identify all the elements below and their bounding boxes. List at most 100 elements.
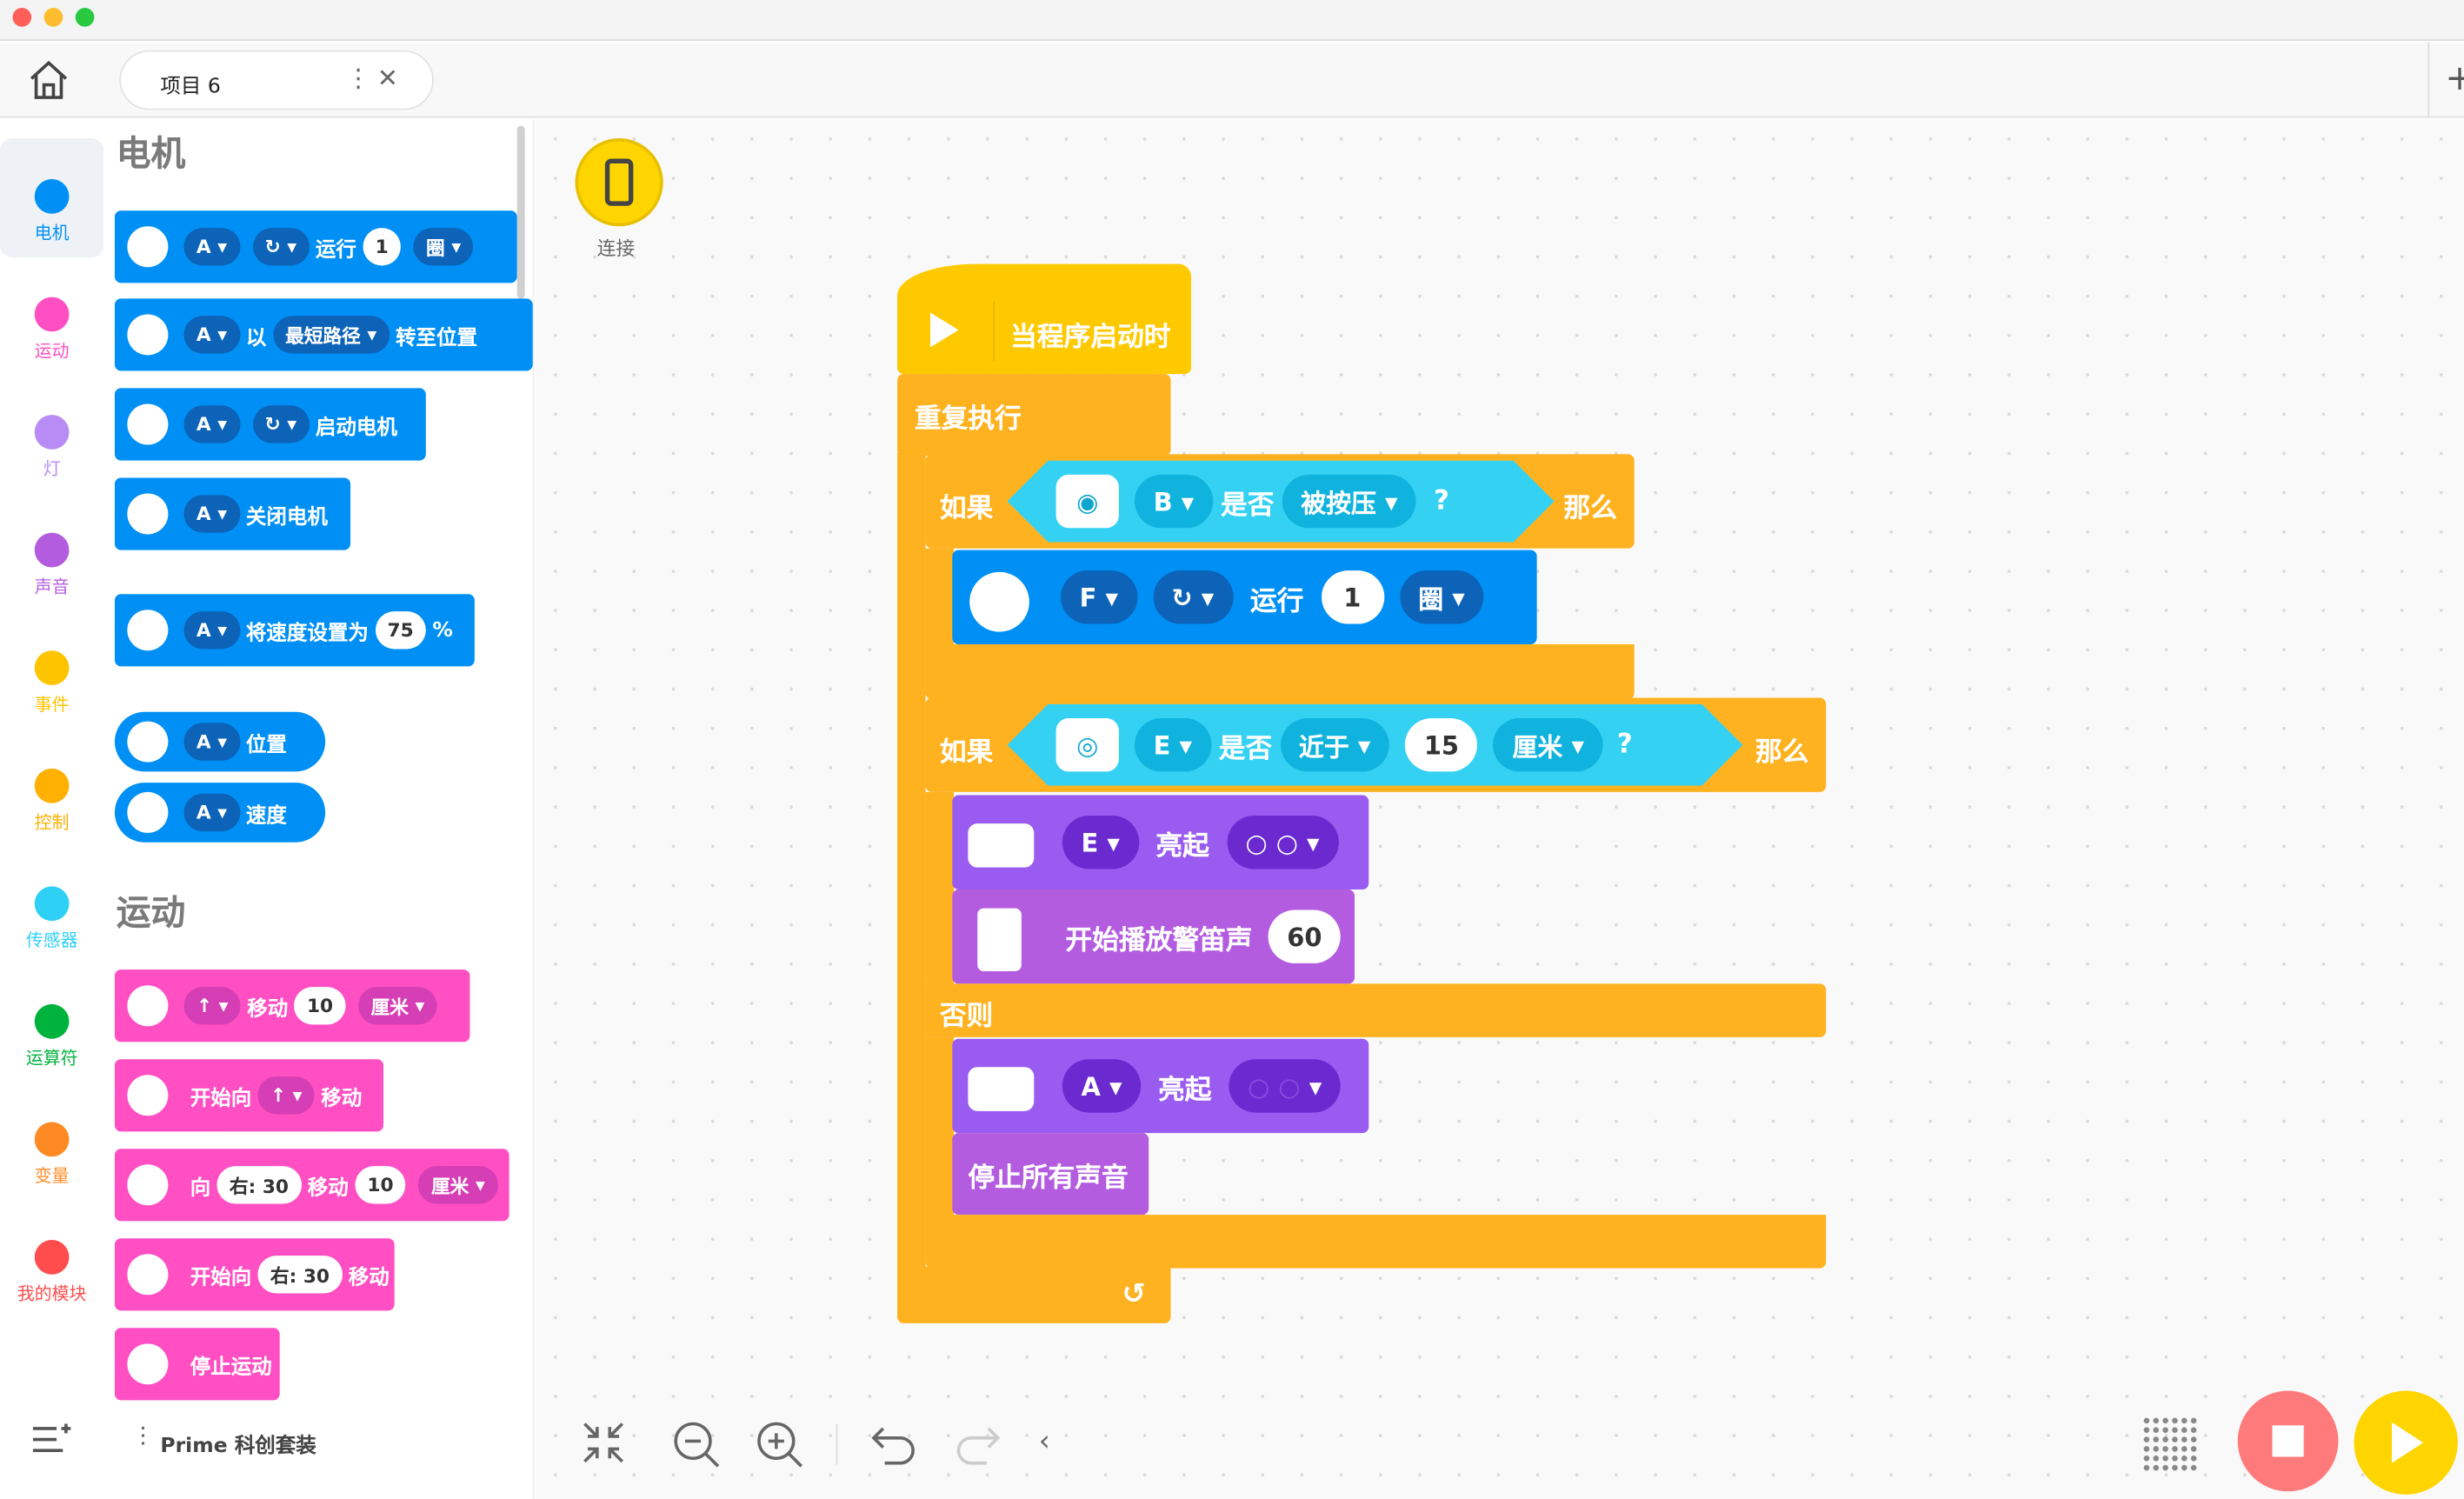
direction-dropdown[interactable]: ↻ ▾	[252, 405, 310, 443]
if-arm	[925, 791, 955, 984]
motor-icon	[127, 403, 169, 445]
number-input[interactable]: 1	[1321, 570, 1384, 624]
block-stop-sounds[interactable]	[952, 1133, 1149, 1216]
unit-dropdown[interactable]: 厘米 ▾	[358, 987, 437, 1025]
block-motor-stop[interactable]: A ▾ 关闭电机	[114, 477, 351, 550]
block-motor-speed[interactable]: A ▾ 将速度设置为 75 %	[114, 594, 475, 667]
category-item[interactable]: 运算符	[0, 957, 103, 1069]
hub-dashboard-icon[interactable]	[2141, 1416, 2199, 1473]
block-move-steer[interactable]: 向 右: 30 移动 10 厘米 ▾	[114, 1149, 509, 1222]
zoom-out-icon[interactable]	[671, 1419, 722, 1469]
zoom-in-icon[interactable]	[755, 1419, 805, 1469]
stop-button[interactable]	[2237, 1390, 2339, 1492]
unit-dropdown[interactable]: 圈 ▾	[413, 228, 474, 266]
note-input[interactable]: 60	[1268, 909, 1342, 963]
block-text: 位置	[245, 733, 287, 757]
unit-dropdown[interactable]: 厘米 ▾	[418, 1166, 498, 1204]
forever-block[interactable]	[897, 374, 1171, 456]
code-canvas[interactable]	[536, 119, 2464, 1499]
number-input[interactable]: 10	[354, 1166, 407, 1204]
distance-input[interactable]: 15	[1405, 717, 1478, 772]
direction-dropdown[interactable]: ↻ ▾	[252, 228, 310, 266]
category-label: 声音	[34, 576, 70, 597]
chevron-left-icon[interactable]: ‹	[1038, 1425, 1050, 1459]
event-hat-block[interactable]	[897, 263, 1192, 375]
block-text: 运行	[315, 237, 356, 262]
block-start-steer[interactable]: 开始向 右: 30 移动	[114, 1238, 395, 1311]
palette-scrollbar[interactable]	[516, 125, 525, 299]
motion-heading: 运动	[116, 894, 186, 934]
minimize-window-button[interactable]	[43, 8, 63, 27]
maximize-window-button[interactable]	[75, 8, 95, 27]
category-item[interactable]: 我的模块	[0, 1193, 103, 1304]
category-label: 灯	[43, 458, 61, 480]
direction-dropdown[interactable]: ↑ ▾	[183, 987, 242, 1025]
block-motor-goto[interactable]: A ▾ 以 最短路径 ▾ 转至位置	[114, 298, 533, 371]
port-dropdown[interactable]: A ▾	[183, 405, 240, 443]
compare-dropdown[interactable]: 近于 ▾	[1280, 717, 1390, 772]
unit-dropdown[interactable]: 圈 ▾	[1399, 570, 1484, 624]
condition-row-2: ◎ E ▾ 是否 近于 ▾ 15 厘米 ▾ ?	[1049, 717, 1633, 772]
port-dropdown[interactable]: A ▾	[183, 495, 240, 533]
state-dropdown[interactable]: 被按压 ▾	[1282, 474, 1417, 529]
number-input[interactable]: 10	[294, 987, 346, 1025]
block-motor-speed-value[interactable]: A ▾ 速度	[114, 783, 326, 843]
redo-icon[interactable]	[952, 1419, 1002, 1469]
eye-pattern-dropdown[interactable]: ○ ○ ▾	[1229, 1059, 1341, 1113]
category-item[interactable]: 变量	[0, 1075, 103, 1187]
category-item[interactable]: 灯	[0, 368, 103, 480]
port-dropdown[interactable]: E ▾	[1062, 816, 1139, 869]
steer-input[interactable]: 右: 30	[216, 1166, 302, 1204]
home-icon[interactable]	[25, 57, 72, 103]
category-item[interactable]: 传感器	[0, 839, 103, 950]
category-item[interactable]: 控制	[0, 722, 103, 833]
unit-dropdown[interactable]: 厘米 ▾	[1493, 717, 1603, 772]
port-dropdown[interactable]: B ▾	[1134, 474, 1213, 529]
category-item[interactable]: 声音	[0, 485, 103, 597]
port-dropdown[interactable]: F ▾	[1060, 570, 1137, 624]
port-dropdown[interactable]: E ▾	[1134, 717, 1211, 772]
direction-dropdown[interactable]: ↑ ▾	[257, 1076, 315, 1115]
number-input[interactable]: 1	[363, 228, 402, 266]
kit-label[interactable]: Prime 科创套装	[160, 1435, 316, 1459]
category-item[interactable]: 运动	[0, 250, 103, 362]
block-start-moving[interactable]: 开始向 ↑ ▾ 移动	[114, 1059, 384, 1132]
path-dropdown[interactable]: 最短路径 ▾	[272, 316, 390, 354]
undo-icon[interactable]	[869, 1419, 919, 1469]
collapse-icon[interactable]	[580, 1419, 627, 1466]
block-text: 开始向	[190, 1086, 252, 1110]
kit-more-icon[interactable]: ⋮	[131, 1423, 155, 1449]
block-motor-position[interactable]: A ▾ 位置	[114, 711, 326, 772]
connect-button[interactable]	[575, 138, 663, 227]
steer-input[interactable]: 右: 30	[257, 1256, 343, 1294]
number-input[interactable]: 75	[375, 611, 427, 650]
stop-icon	[2272, 1425, 2304, 1457]
extensions-icon[interactable]	[29, 1421, 76, 1462]
close-tab-icon[interactable]: ✕	[376, 63, 399, 93]
category-item[interactable]: 事件	[0, 603, 103, 715]
else-arm	[925, 1036, 955, 1216]
window-titlebar	[0, 0, 2464, 41]
block-motor-run[interactable]: A ▾ ↻ ▾ 运行 1 圈 ▾	[114, 210, 517, 283]
port-dropdown[interactable]: A ▾	[183, 793, 240, 832]
port-dropdown[interactable]: A ▾	[183, 228, 240, 266]
eye-pattern-dropdown[interactable]: ○ ○ ▾	[1226, 816, 1339, 869]
category-item[interactable]: 电机	[0, 132, 103, 243]
run-button[interactable]	[2354, 1390, 2458, 1495]
category-label: 控制	[34, 812, 70, 833]
add-tab-icon[interactable]: +	[2445, 60, 2464, 99]
block-motor-start[interactable]: A ▾ ↻ ▾ 启动电机	[114, 388, 426, 461]
eyes-icon	[968, 823, 1035, 868]
port-dropdown[interactable]: A ▾	[183, 611, 240, 650]
port-dropdown[interactable]: A ▾	[183, 316, 240, 354]
direction-dropdown[interactable]: ↻ ▾	[1152, 570, 1234, 624]
block-move[interactable]: ↑ ▾ 移动 10 厘米 ▾	[114, 969, 470, 1043]
port-dropdown[interactable]: A ▾	[1062, 1059, 1142, 1113]
project-tab-title: 项目 6	[160, 75, 221, 99]
project-tab[interactable]	[119, 50, 434, 110]
close-window-button[interactable]	[12, 8, 32, 27]
port-dropdown[interactable]: A ▾	[183, 723, 240, 761]
block-stop-motion[interactable]: 停止运动	[114, 1328, 280, 1401]
category-label: 运算符	[25, 1048, 78, 1069]
more-options-icon[interactable]: ⋮	[345, 63, 371, 93]
